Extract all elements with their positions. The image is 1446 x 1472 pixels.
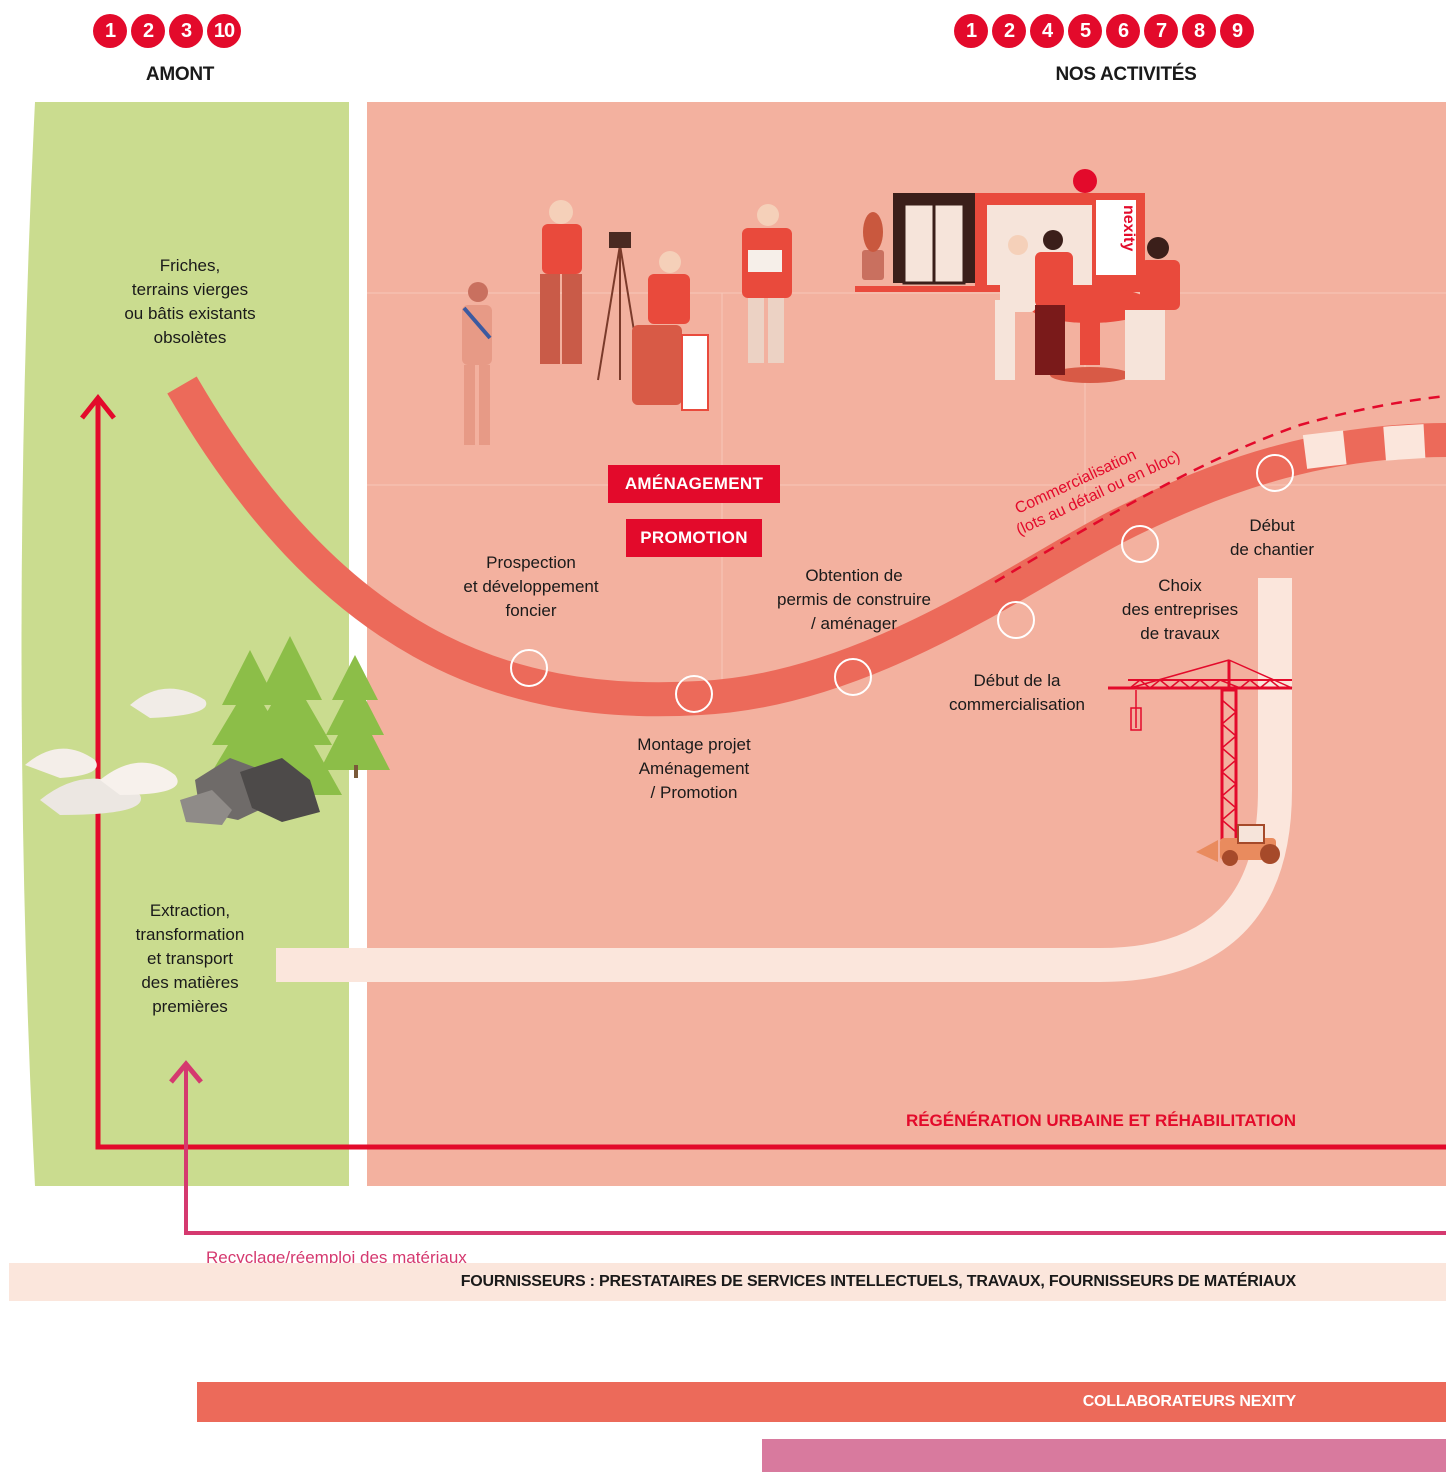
badge: 10 [207,14,241,48]
badge: 3 [169,14,203,48]
commercialisation-dashed-line [994,394,1446,584]
label-friches: Friches, terrains vierges ou bâtis exist… [90,254,290,350]
label-line: Début [1249,516,1295,535]
step-montage: Montage projet Aménagement / Promotion [594,733,794,805]
label-line: de travaux [1140,624,1220,643]
regeneration-arrow [95,400,1446,1150]
label-line: Extraction, [149,901,231,920]
amont-title: AMONT [145,64,215,85]
badge: 8 [1182,14,1216,48]
badge: 9 [1220,14,1254,48]
step-circle-permis [834,658,872,696]
label-line: Montage projet [637,735,751,754]
amont-badges: 1 2 3 10 [93,14,241,48]
tag-amenagement: AMÉNAGEMENT [608,465,780,503]
agency-illustration: nexity [855,169,1180,383]
step-circle-montage [675,675,713,713]
step-chantier: Début de chantier [1182,514,1362,562]
label-line: Obtention de [805,566,903,585]
recyclage-arrow-head [169,1060,203,1084]
step-circle-choix [1121,525,1159,563]
people-illustration [462,200,792,445]
band-collaborateurs: COLLABORATEURS NEXITY [197,1382,1446,1422]
label-line: premières [152,997,228,1016]
cream-path [276,578,1292,982]
label-line: Aménagement [638,759,750,778]
loader-illustration [1196,824,1280,866]
step-permis: Obtention de permis de construire / amén… [754,564,954,636]
amont-panel [21,102,349,1186]
label-line: terrains vierges [131,280,249,299]
label-line: des matières [141,973,239,992]
step-circle-prospection [510,649,548,687]
label-line: Choix [1158,576,1202,595]
badge: 5 [1068,14,1102,48]
tag-promotion: PROMOTION [626,519,762,557]
step-commercialisation: Début de la commercialisation [917,669,1117,717]
label-line: / aménager [811,614,897,633]
label-line: de chantier [1229,540,1315,559]
label-line: ou bâtis existants [124,304,256,323]
main-curve [167,376,1446,717]
label-line: transformation [135,925,245,944]
band-fournisseurs: FOURNISSEURS : PRESTATAIRES DE SERVICES … [9,1263,1446,1301]
curve-stripes [1302,423,1446,469]
badge: 4 [1030,14,1064,48]
badge: 2 [131,14,165,48]
regeneration-label: RÉGÉNÉRATION URBAINE ET RÉHABILITATION [905,1111,1296,1130]
step-choix: Choix des entreprises de travaux [1080,574,1280,646]
badge: 2 [992,14,1026,48]
label-line: Prospection [486,553,576,572]
badge: 7 [1144,14,1178,48]
label-line: obsolètes [153,328,227,347]
label-line: permis de construire [776,590,931,609]
recyclage-arrow [184,1068,1446,1235]
badge: 6 [1106,14,1140,48]
band-pink [762,1439,1446,1472]
label-line: des entreprises [1121,600,1239,619]
label-line: foncier [505,601,557,620]
label-line: / Promotion [650,783,738,802]
agency-sign-text: nexity [1120,205,1137,251]
label-line: Friches, [159,256,221,275]
step-circle-chantier [1256,454,1294,492]
step-circle-commercialisation [997,601,1035,639]
badge: 1 [954,14,988,48]
nature-illustration [25,636,390,825]
label-extraction: Extraction, transformation et transport … [90,899,290,1019]
activites-badges: 1 2 4 5 6 7 8 9 [954,14,1254,48]
label-line: commercialisation [948,695,1086,714]
recyclage-label: Recyclage/réemploi des matériaux [206,1248,467,1267]
label-line: et développement [463,577,599,596]
badge: 1 [93,14,127,48]
label-line: et transport [147,949,233,968]
activites-title: NOS ACTIVITÉS [1055,64,1197,85]
regeneration-arrow-head [80,393,116,420]
label-line: Début de la [973,671,1061,690]
step-prospection: Prospection et développement foncier [431,551,631,623]
